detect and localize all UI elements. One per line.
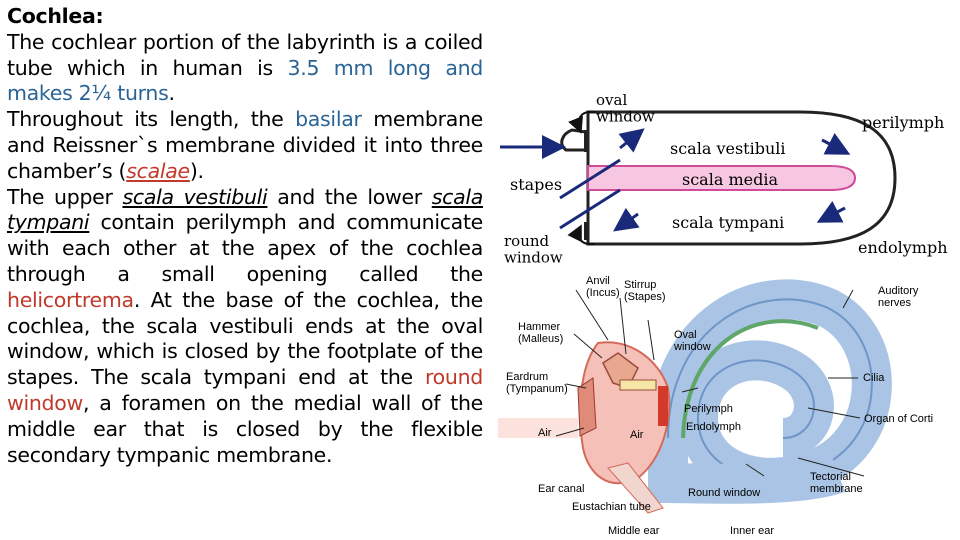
label-air-mid: Air (630, 429, 644, 441)
label-cilia: Cilia (863, 372, 885, 384)
p1-highlight: 3.5 mm long and makes 2¼ turns (7, 55, 483, 106)
label-anvil: Anvil(Incus) (586, 275, 620, 299)
p3-text-c: and the lower (267, 184, 432, 209)
p2-scalae: scalae (126, 158, 190, 183)
eardrum (577, 377, 597, 437)
label-inner-ear: Inner ear (730, 525, 774, 537)
paragraph-2: Throughout its length, the basilar membr… (7, 107, 483, 184)
text-column: Cochlea: The cochlear portion of the lab… (7, 4, 483, 468)
p1-text-a: The cochlear portion of the labyrinth is… (7, 29, 483, 80)
label-stapes: stapes (510, 175, 562, 194)
p3-scala-tympani: scala tympani (7, 184, 484, 235)
p3-round-window: round window (7, 365, 483, 415)
p3-text-e: contain perilymph and communicate with e… (7, 210, 483, 286)
label-hammer: Hammer(Malleus) (518, 321, 563, 345)
label-round-window-2: Round window (688, 487, 760, 499)
scala-media-band (587, 165, 857, 191)
label-scala-tympani: scala tympani (672, 213, 784, 232)
label-ear-canal: Ear canal (538, 483, 584, 495)
p3-text-g: . At the base of the cochlea, the cochle… (7, 287, 483, 390)
label-middle-ear: Middle ear (608, 525, 660, 537)
label-organ-of-corti: Organ of Corti (864, 413, 933, 425)
label-eustachian: Eustachian tube (572, 501, 651, 513)
heading: Cochlea: (7, 4, 104, 28)
p3-scala-vestibuli: scala vestibuli (122, 184, 268, 209)
p3-text-i: , a foramen on the medial wall of the mi… (7, 390, 483, 467)
p1-text-c: . (168, 81, 175, 106)
ear-canal (498, 418, 578, 438)
p2-text-c: membrane and Reissner`s membrane divided… (7, 107, 483, 183)
p2-text-e: ). (189, 158, 204, 183)
paragraph-3: The upper scala vestibuli and the lower … (7, 185, 483, 469)
p3-helicortrema: helicortrema (7, 287, 134, 312)
round-window-red (658, 386, 668, 426)
p3-text-a: The upper (7, 184, 123, 209)
label-endolymph-2: Endolymph (686, 421, 741, 433)
p2-highlight-basilar: basilar (295, 107, 362, 132)
label-perilymph-2: Perilymph (684, 403, 733, 415)
label-stirrup: Stirrup(Stapes) (624, 279, 666, 303)
paragraph-1: The cochlear portion of the labyrinth is… (7, 30, 483, 107)
stapes-shape (560, 128, 587, 152)
label-eardrum: Eardrum(Tympanum) (506, 371, 568, 395)
label-air-left: Air (538, 427, 552, 439)
label-scala-vestibuli: scala vestibuli (670, 139, 786, 158)
p2-text-a: Throughout its length, the (7, 107, 296, 132)
label-perilymph: perilymph (862, 113, 944, 132)
label-endolymph: endolymph (858, 238, 948, 257)
label-scala-media: scala media (682, 170, 778, 189)
